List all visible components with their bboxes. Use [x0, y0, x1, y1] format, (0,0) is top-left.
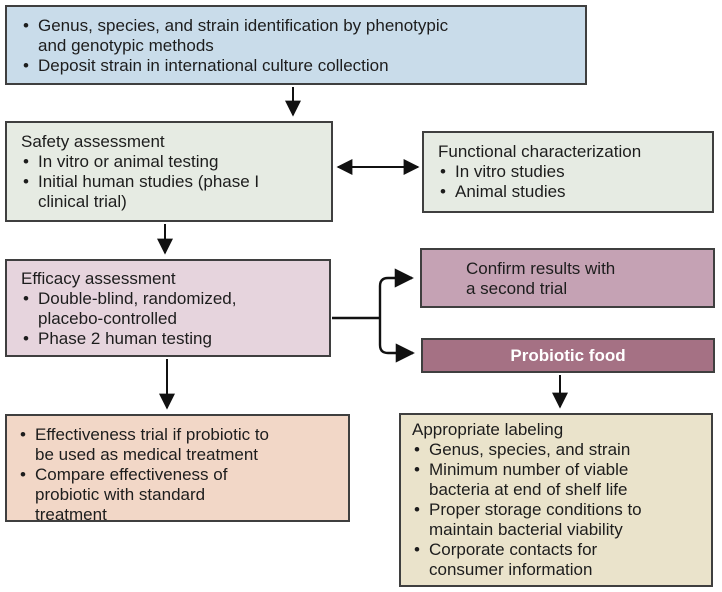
labeling-title: Appropriate labeling: [412, 420, 564, 439]
safety-bullet: In vitro or animal testing: [21, 152, 325, 172]
confirm-results-box: Confirm results with a second trial: [420, 248, 715, 308]
functional-title: Functional characterization: [438, 142, 642, 161]
identification-bullet: Genus, species, and strain identificatio…: [21, 16, 575, 56]
identification-bullet: Deposit strain in international culture …: [21, 56, 575, 76]
functional-characterization-box: Functional characterization In vitro stu…: [422, 131, 714, 213]
labeling-bullet: Proper storage conditions to maintain ba…: [412, 500, 707, 540]
labeling-bullet: Genus, species, and strain: [412, 440, 707, 460]
probiotic-food-label: Probiotic food: [510, 345, 626, 365]
arrow-efficacy-to-confirm: [378, 268, 414, 318]
efficacy-bullet: Phase 2 human testing: [21, 329, 323, 349]
arrow-efficacy-to-probiotic-food: [378, 318, 415, 363]
efficacy-bullet: Double-blind, randomized, placebo-contro…: [21, 289, 323, 329]
identification-box: Genus, species, and strain identificatio…: [5, 5, 587, 85]
functional-bullet: Animal studies: [438, 182, 706, 202]
labeling-bullet: Corporate contacts for consumer informat…: [412, 540, 707, 580]
effectiveness-bullet: Effectiveness trial if probiotic to be u…: [18, 425, 344, 465]
safety-assessment-box: Safety assessment In vitro or animal tes…: [5, 121, 333, 222]
safety-bullet: Initial human studies (phase I clinical …: [21, 172, 325, 212]
labeling-bullet: Minimum number of viable bacteria at end…: [412, 460, 707, 500]
probiotic-food-box: Probiotic food: [421, 338, 715, 373]
appropriate-labeling-box: Appropriate labeling Genus, species, and…: [399, 413, 713, 587]
efficacy-assessment-box: Efficacy assessment Double-blind, random…: [5, 259, 331, 357]
effectiveness-trial-box: Effectiveness trial if probiotic to be u…: [5, 414, 350, 525]
functional-bullet: In vitro studies: [438, 162, 706, 182]
efficacy-title: Efficacy assessment: [21, 269, 176, 288]
safety-title: Safety assessment: [21, 132, 165, 151]
effectiveness-bullet: Compare effectiveness of probiotic with …: [18, 465, 344, 525]
